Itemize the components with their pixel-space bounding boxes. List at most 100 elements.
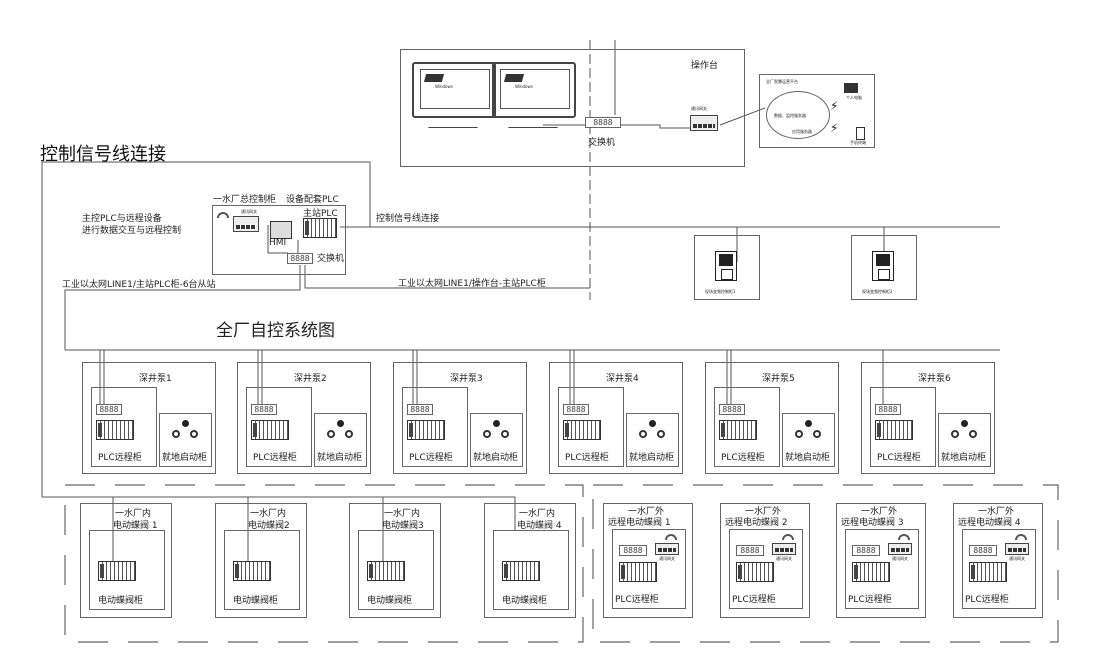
gateway-icon: [655, 543, 679, 555]
switch-display-icon: 8888: [852, 545, 880, 556]
control-signal-label: 控制信号线连接: [376, 214, 440, 224]
pc-label: 个人电脑: [846, 95, 862, 100]
valve-cabinet: 电动蝶阀柜: [89, 530, 165, 610]
plc-module-icon: [96, 420, 134, 440]
local-start-cabinet: 就地启动柜: [626, 413, 679, 467]
monitor-1: Windows: [412, 62, 496, 130]
gateway-icon: [1005, 543, 1029, 555]
windows-logo-icon: [503, 74, 525, 82]
valve-name: 远程电动蝶阀 4: [958, 518, 1021, 528]
local-start-cabinet-label: 就地启动柜: [785, 453, 831, 463]
valve-location: 一水厂内: [384, 509, 421, 519]
wifi-icon: [1015, 534, 1027, 540]
control-signal-to-inner-valves: [42, 496, 516, 530]
control-signal-title: 控制信号线连接: [40, 144, 166, 165]
operator-station-label: 操作台: [691, 61, 719, 71]
plc-module-icon: [98, 561, 136, 581]
phone-icon: [856, 127, 865, 140]
local-start-cabinet: 就地启动柜: [938, 413, 991, 467]
windows-logo-icon: [423, 74, 445, 82]
valve-cabinet-label: 电动蝶阀柜: [367, 596, 413, 606]
start-stop-buttons-icon: [635, 418, 675, 444]
valve-location: 一水厂外: [745, 507, 782, 517]
switch-display-icon: 8888: [563, 404, 589, 415]
plc-module-icon: [969, 562, 1007, 582]
local-start-cabinet: 就地启动柜: [470, 413, 523, 467]
plc-module-icon: [502, 561, 540, 581]
hmi-label: HMI: [269, 238, 287, 248]
plc-module-icon: [719, 420, 757, 440]
pump-name: 深井泵5: [762, 374, 795, 384]
operator-switch-icon: 8888: [585, 117, 621, 128]
plc-module-icon: [736, 562, 774, 582]
valve-name: 远程电动蝶阀 2: [725, 518, 788, 528]
ethernet-line1: [64, 265, 301, 350]
valve-name: 电动蝶阀 1: [113, 521, 158, 531]
plc-remote-cabinet-label: PLC远程柜: [848, 595, 892, 605]
operator-gateway-label: 通讯网关: [691, 106, 707, 111]
vfd-icon: [715, 251, 737, 281]
vfd-cabinet-label: 现场变频控制柜1: [705, 289, 736, 294]
plc-remote-cabinet-label: PLC远程柜: [253, 453, 297, 463]
local-start-cabinet: 就地启动柜: [782, 413, 835, 467]
plc-module-icon: [367, 561, 405, 581]
master-gateway-icon: [233, 216, 259, 232]
switch-display-icon: 8888: [251, 404, 277, 415]
master-switch-label: 交换机: [317, 254, 345, 264]
pump-name: 深井泵4: [606, 374, 639, 384]
pump-name: 深井泵2: [294, 374, 327, 384]
valve-location: 一水厂外: [861, 507, 898, 517]
vfd-cabinet-label: 现场变频控制柜2: [862, 289, 893, 294]
local-start-cabinet-label: 就地启动柜: [629, 453, 675, 463]
hmi-icon: [270, 221, 292, 239]
valve-location: 一水厂内: [115, 509, 152, 519]
pc-icon: [844, 83, 858, 93]
local-start-cabinet-label: 就地启动柜: [941, 453, 987, 463]
plc-module-icon: [251, 420, 289, 440]
switch-display-icon: 8888: [969, 545, 997, 556]
local-start-cabinet: 就地启动柜: [159, 413, 212, 467]
monitor-2: Windows: [492, 62, 576, 130]
outer-valve-group-frame: [592, 484, 1059, 643]
switch-display-icon: 8888: [619, 545, 647, 556]
gateway-label: 通讯网关: [1009, 556, 1025, 561]
pump-name: 深井泵1: [139, 374, 172, 384]
server1-label: 数据、监控服务器: [774, 113, 806, 118]
valve-cabinet: 电动蝶阀柜: [493, 530, 569, 610]
valve-name: 远程电动蝶阀 3: [841, 518, 904, 528]
gateway-icon: [772, 543, 796, 555]
master-plc-header: 设备配套PLC: [286, 195, 339, 205]
monitor-logo-text: Windows: [515, 84, 533, 89]
ethernet-line1-ops-label: 工业以太网LINE1/操作台-主站PLC柜: [398, 279, 546, 289]
server2-label: 应用服务器: [792, 129, 812, 134]
valve-name: 电动蝶阀2: [248, 521, 290, 531]
pump-name: 深井泵3: [450, 374, 483, 384]
gateway-label: 通讯网关: [776, 556, 792, 561]
start-stop-buttons-icon: [323, 418, 363, 444]
valve-location: 一水厂外: [978, 507, 1015, 517]
inner-valve-group-frame: [64, 484, 584, 643]
vfd-cabinet-2: 现场变频控制柜2: [851, 235, 917, 300]
valve-name: 电动蝶阀3: [382, 521, 424, 531]
local-start-cabinet-label: 就地启动柜: [317, 453, 363, 463]
start-stop-buttons-icon: [947, 418, 987, 444]
ethernet-line1-label: 工业以太网LINE1/主站PLC柜-6台从站: [62, 280, 216, 290]
local-start-cabinet-label: 就地启动柜: [473, 453, 519, 463]
master-annotation-line2: 进行数据交互与远程控制: [82, 226, 182, 236]
